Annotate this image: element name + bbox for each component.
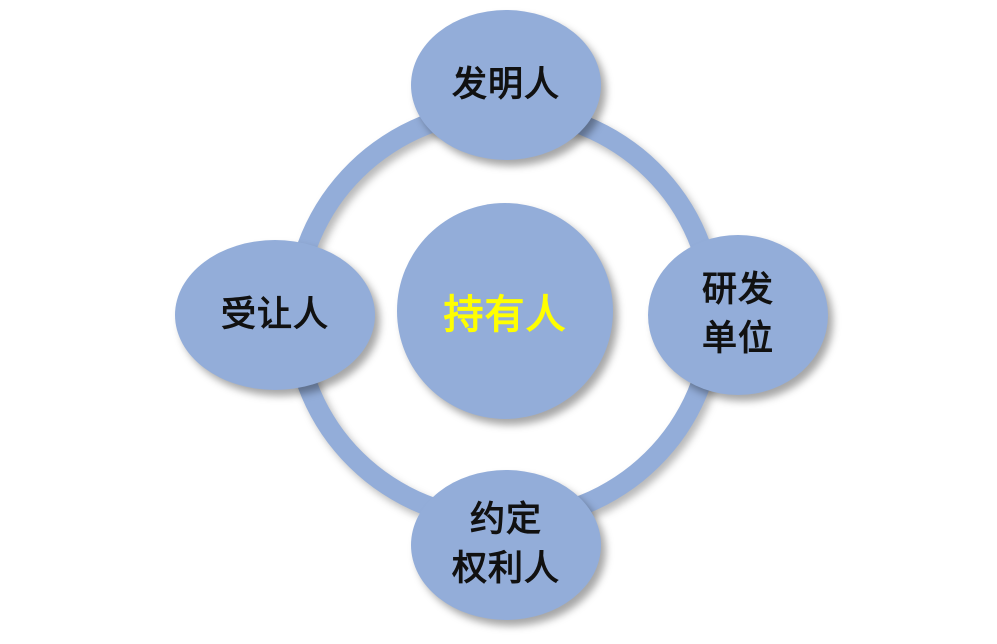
node-rd-unit: 研发 单位: [648, 235, 828, 395]
node-agreed-rights-holder: 约定 权利人: [411, 470, 601, 620]
center-node-label: 持有人: [443, 292, 567, 338]
node-agreed-rights-holder-label: 约定 权利人: [452, 496, 560, 594]
node-inventor: 发明人: [411, 10, 601, 160]
node-inventor-label: 发明人: [451, 64, 560, 105]
node-assignee: 受让人: [175, 240, 375, 390]
node-rd-unit-line1: 研发: [701, 270, 774, 310]
node-rd-unit-label: 研发 单位: [702, 266, 774, 364]
center-node-holder: 持有人: [397, 203, 613, 419]
node-rd-unit-line2: 单位: [701, 319, 774, 359]
node-agreed-rights-holder-line1: 约定: [469, 500, 542, 540]
node-assignee-label: 受让人: [220, 294, 329, 335]
node-agreed-rights-holder-line2: 权利人: [451, 549, 560, 589]
